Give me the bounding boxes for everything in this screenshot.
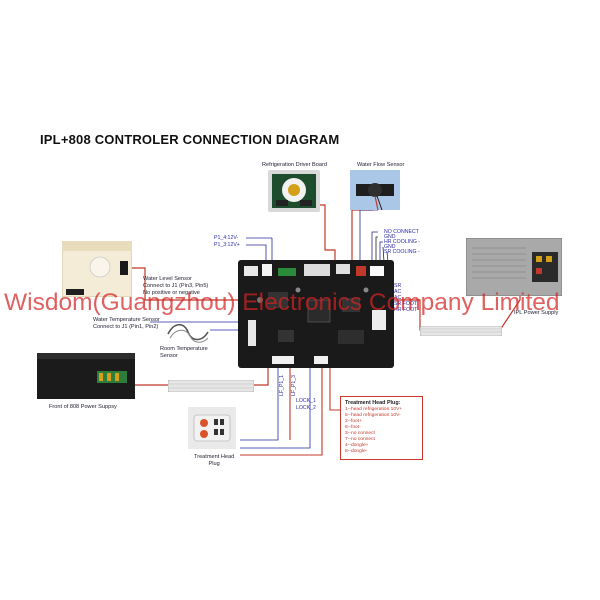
- wire-water-flow-2: [359, 209, 378, 262]
- power-supply-808: [37, 353, 135, 399]
- label-gnd-2: GND: [384, 244, 396, 250]
- wire-808-b: [252, 365, 269, 386]
- ipl-ribbon-cable: [420, 326, 502, 336]
- pinout-item: 8--dongle-: [345, 449, 368, 454]
- water-level-sensor-line-1: Water Level Sensor: [143, 276, 192, 282]
- water-temp-sensor-line-2: Connect to J1 (Pin1, Pin2): [93, 324, 159, 330]
- wire-right-top-4: [382, 246, 385, 263]
- water-flow-sensor: [350, 170, 400, 210]
- water-level-sensor-line-2: Connect to J1 (Pin3, Pin5): [143, 283, 209, 289]
- wire-refrigeration: [305, 204, 336, 262]
- water-temperature-sensor-caption: Water Temperature Sensor Connect to J1 (…: [93, 317, 160, 331]
- pinout-item: 5--head refrigeration 10V-: [345, 413, 401, 418]
- label-lock-1: LOCK_1: [296, 398, 316, 404]
- treatment-head-plug-caption: Treatment Head Plug: [194, 454, 234, 468]
- label-sr-foot: SR FOOT: [394, 301, 418, 307]
- label-ac-2: AC: [394, 295, 402, 301]
- water-level-sensor-caption: Water Level Sensor Connect to J1 (Pin3, …: [143, 276, 208, 297]
- wire-p1-3b: [246, 244, 267, 262]
- ipl-power-supply: [466, 238, 562, 296]
- watermark: Wisdom(Guangzhou) Electronics Company Li…: [4, 289, 560, 316]
- pinout-item: 6--foot-: [345, 425, 361, 430]
- wire-right-top-2: [375, 236, 378, 262]
- water-temp-sensor-line-1: Water Temperature Sensor: [93, 317, 160, 323]
- wire-bottom-1: [240, 366, 279, 441]
- label-p1-3: P1_3:12V+: [214, 242, 240, 248]
- wire-bottom-4: [240, 366, 323, 456]
- label-sr-cooling: SR COOLING -: [384, 249, 420, 255]
- label-hr-foot: HR FOOT: [394, 307, 418, 313]
- power-808-ribbon-cable: [168, 380, 254, 392]
- pinout-heading: Treatment Head Plug:: [345, 400, 401, 406]
- label-lf-p1-3: LF_P1_3: [291, 374, 297, 396]
- main-control-board: [238, 260, 394, 368]
- label-sr: SR: [394, 283, 402, 289]
- pinout-item: 2--foot+: [345, 419, 362, 424]
- water-level-sensor: [62, 241, 132, 297]
- label-no-connect: NO CONNECT: [384, 229, 419, 235]
- wire-bottom-3: [240, 366, 311, 449]
- pinout-item: 3--no connect: [345, 431, 375, 436]
- wire-water-level: [130, 267, 238, 301]
- treatment-head-plug: [188, 407, 236, 449]
- treatment-head-plug-line-1: Treatment Head: [194, 454, 235, 460]
- diagram-title: IPL+808 CONTROLER CONNECTION DIAGRAM: [40, 132, 340, 147]
- room-temp-sensor-line-1: Room Temperature: [160, 346, 208, 352]
- treatment-head-pinout-box: Treatment Head Plug: 1--head refrigerati…: [340, 396, 423, 460]
- power-supply-808-caption: Front of 808 Power Suppsy: [49, 404, 117, 410]
- label-lf-p1-1: LF_P1_1: [279, 374, 285, 396]
- water-flow-sensor-caption: Water Flow Sensor: [357, 162, 405, 168]
- label-ac-1: AC: [394, 289, 402, 295]
- treatment-head-plug-line-2: Plug: [208, 461, 220, 467]
- pinout-item: 4--dongle+: [345, 443, 369, 448]
- wire-right-top-3: [379, 241, 383, 262]
- label-lock-2: LOCK_2: [296, 405, 316, 411]
- label-hr-cooling: HR COOLING -: [384, 239, 421, 245]
- room-temperature-sensor: [167, 323, 209, 343]
- label-p1-4: P1_4:12V-: [214, 235, 239, 241]
- refrigeration-driver-board-caption: Refrigeration Driver Board: [262, 162, 327, 168]
- ipl-power-supply-caption: IPL Power Supply: [514, 310, 559, 316]
- water-level-sensor-line-3: No positive or negative: [143, 290, 200, 296]
- room-temperature-sensor-caption: Room Temperature Sensor: [160, 346, 208, 360]
- wire-bottom-5: [329, 366, 340, 411]
- refrigeration-driver-board: [268, 170, 320, 212]
- pinout-item: 7--no connect: [345, 437, 375, 442]
- room-temp-sensor-line-2: Sensor: [160, 353, 178, 359]
- pinout-item: 1--head refrigeration 10V+: [345, 407, 403, 412]
- label-gnd-1: GND: [384, 234, 396, 240]
- wire-water-flow: [351, 209, 373, 262]
- wire-right-top-1: [371, 231, 378, 262]
